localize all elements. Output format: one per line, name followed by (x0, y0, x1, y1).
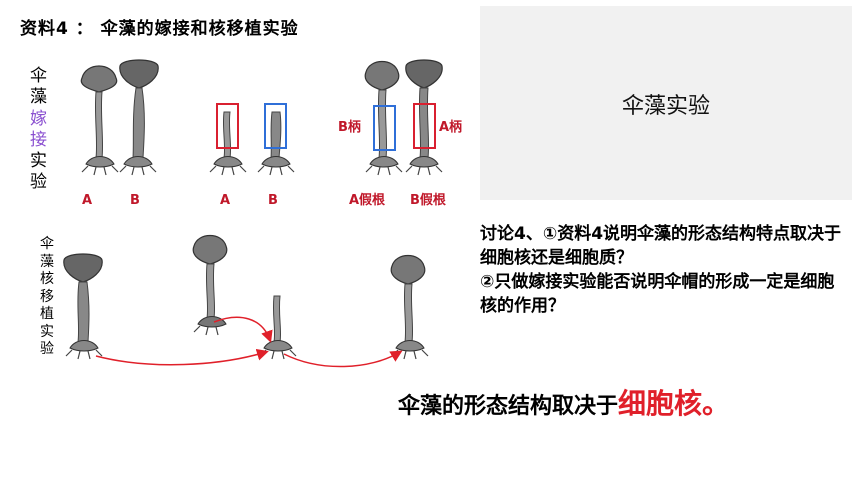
transplant-algae-result (390, 254, 429, 360)
arrow-nucleus-transfer (213, 316, 273, 343)
discussion-question-2: ②只做嫁接实验能否说明伞帽的形成一定是细胞核的作用？ (480, 272, 835, 317)
algae-b-stalk-only (257, 103, 295, 176)
arrow-recipient-to-result (283, 350, 403, 368)
label-b-second: B (268, 193, 278, 208)
transplant-algae-enucleated (192, 234, 228, 336)
video-title: 伞藻实验 (621, 94, 710, 119)
slide-title: 资料4 ： 伞藻的嫁接和核移植实验 (20, 19, 299, 39)
nuclear-transplant-label: 伞 藻 核 移 植 实 验 (40, 236, 54, 357)
conclusion-prefix: 伞藻的形态结构取决于 (398, 394, 619, 419)
discussion-question-1: 讨论4、①资料4说明伞藻的形态结构特点取决于细胞核还是细胞质？ (480, 224, 842, 269)
label-a-second: A (220, 193, 230, 208)
label-b-root: B假根 (410, 192, 447, 208)
graft-result-a-stalk-on-b-root (405, 59, 443, 176)
transplant-stalk-recipient (259, 295, 297, 360)
label-a-root: A假根 (349, 192, 386, 208)
algae-b-whole (119, 59, 159, 176)
label-a-first: A (82, 193, 92, 208)
video-placeholder[interactable]: 伞藻实验 (480, 6, 852, 200)
discussion-text: 讨论4、①资料4说明伞藻的形态结构特点取决于细胞核还是细胞质？ ②只做嫁接实验能… (480, 222, 848, 319)
conclusion-highlight: 细胞核。 (618, 387, 731, 420)
transplant-algae-source (63, 253, 103, 360)
label-b-first: B (130, 193, 140, 208)
graft-experiment-label: 伞 藻 嫁 接 实 验 (30, 66, 47, 193)
arrow-source-to-recipient (95, 348, 269, 366)
algae-a-whole (80, 65, 119, 176)
graft-result-b-stalk-on-a-root (364, 60, 403, 176)
conclusion-text: 伞藻的形态结构取决于细胞核。 (398, 382, 730, 422)
algae-a-stalk-only (209, 103, 247, 176)
label-b-stalk: B柄 (338, 119, 361, 135)
label-a-stalk: A柄 (439, 119, 462, 135)
